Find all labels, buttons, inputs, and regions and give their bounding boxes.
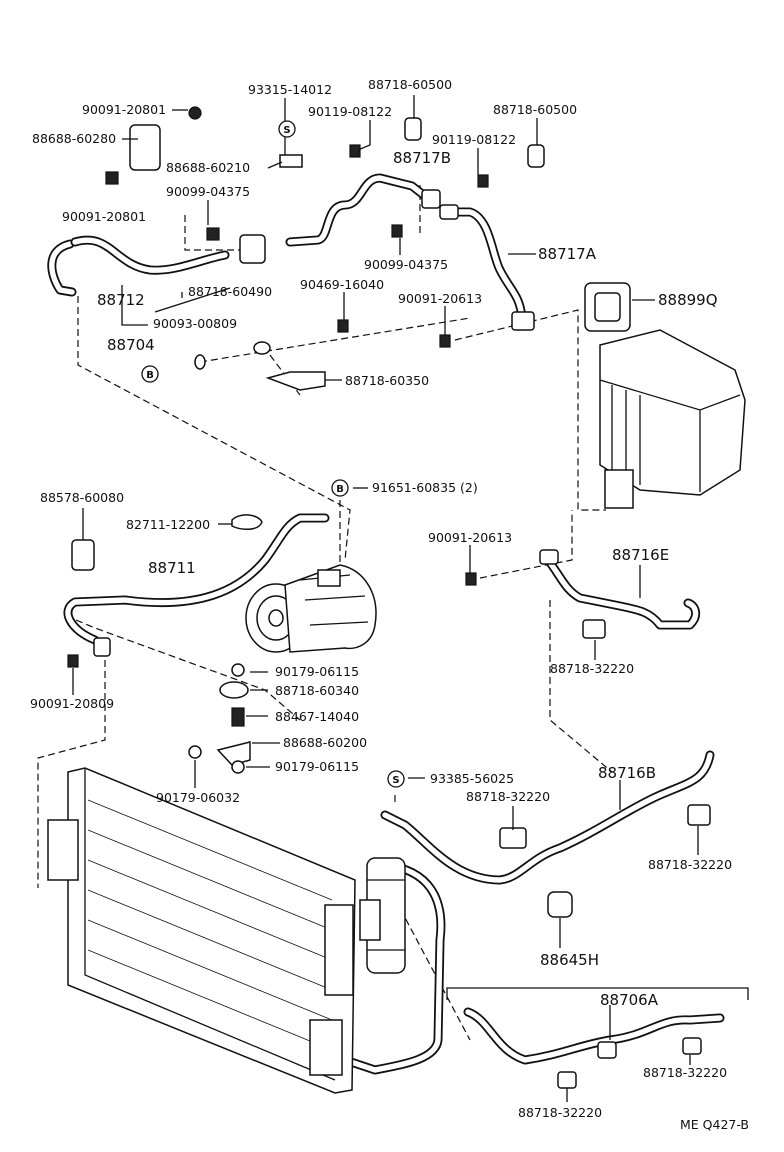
label-88718-32220-b-mid: 88718-32220 xyxy=(466,789,550,804)
label-90179-06115-top: 90179-06115 xyxy=(275,664,359,679)
label-90091-20801-mid: 90091-20801 xyxy=(62,209,146,224)
label-88706A: 88706A xyxy=(600,991,659,1009)
label-90091-20809: 90091-20809 xyxy=(30,696,114,711)
evaporator-unit xyxy=(584,282,746,509)
label-88716E: 88716E xyxy=(612,546,669,564)
label-91651-60835: 91651-60835 (2) xyxy=(372,480,478,495)
fittings xyxy=(67,106,711,1089)
label-90119-08122-left: 90119-08122 xyxy=(308,104,392,119)
svg-text:B: B xyxy=(146,370,154,381)
label-88718-60490: 88718-60490 xyxy=(188,284,272,299)
leader-lines xyxy=(72,95,749,1102)
label-88717A: 88717A xyxy=(538,245,597,263)
dashed-guide-lines xyxy=(37,185,613,1041)
label-88718-60500-left: 88718-60500 xyxy=(368,77,452,92)
label-88717B: 88717B xyxy=(393,149,451,167)
label-88578-60080: 88578-60080 xyxy=(40,490,124,505)
svg-text:S: S xyxy=(283,125,290,136)
label-90091-20613-top: 90091-20613 xyxy=(398,291,482,306)
label-88718-32220-b-right: 88718-32220 xyxy=(648,857,732,872)
marker-s-1: S xyxy=(278,120,296,138)
label-88718-32220-a-bottom: 88718-32220 xyxy=(518,1105,602,1120)
compressor xyxy=(245,564,377,653)
label-88718-32220-a-right: 88718-32220 xyxy=(643,1065,727,1080)
marker-b-2: B xyxy=(331,479,349,497)
svg-text:S: S xyxy=(392,775,399,786)
label-82711-12200: 82711-12200 xyxy=(126,517,210,532)
label-90099-04375-left: 90099-04375 xyxy=(166,184,250,199)
diagram-reference-code: ME Q427-B xyxy=(680,1117,749,1132)
label-90119-08122-right: 90119-08122 xyxy=(432,132,516,147)
marker-s-2: S xyxy=(387,770,405,788)
receiver-drier xyxy=(359,857,406,974)
label-88718-60350: 88718-60350 xyxy=(345,373,429,388)
svg-text:B: B xyxy=(336,484,344,495)
label-90469-16040: 90469-16040 xyxy=(300,277,384,292)
label-88704: 88704 xyxy=(107,336,155,354)
components xyxy=(47,106,746,1094)
label-88688-60200: 88688-60200 xyxy=(283,735,367,750)
label-88899Q: 88899Q xyxy=(658,291,718,309)
label-88718-60500-right: 88718-60500 xyxy=(493,102,577,117)
label-90179-06115-bottom: 90179-06115 xyxy=(275,759,359,774)
condenser xyxy=(47,767,356,1094)
label-88645H: 88645H xyxy=(540,951,599,969)
label-90099-04375-right: 90099-04375 xyxy=(364,257,448,272)
label-88718-32220-e: 88718-32220 xyxy=(550,661,634,676)
label-93385-56025: 93385-56025 xyxy=(430,771,514,786)
pipes xyxy=(47,173,725,1075)
part-labels: 90091-20801 88688-60280 90091-20801 9331… xyxy=(30,77,749,1132)
label-90179-06032: 90179-06032 xyxy=(156,790,240,805)
label-88712: 88712 xyxy=(97,291,145,309)
label-93315-14012: 93315-14012 xyxy=(248,82,332,97)
label-88711: 88711 xyxy=(148,559,196,577)
marker-b-1: B xyxy=(141,365,159,383)
label-90091-20801-top: 90091-20801 xyxy=(82,102,166,117)
label-88716B: 88716B xyxy=(598,764,656,782)
label-90093-00809: 90093-00809 xyxy=(153,316,237,331)
label-88718-60340: 88718-60340 xyxy=(275,683,359,698)
label-90091-20613-mid: 90091-20613 xyxy=(428,530,512,545)
label-88688-60280: 88688-60280 xyxy=(32,131,116,146)
label-88688-60210: 88688-60210 xyxy=(166,160,250,175)
label-88467-14040: 88467-14040 xyxy=(275,709,359,724)
